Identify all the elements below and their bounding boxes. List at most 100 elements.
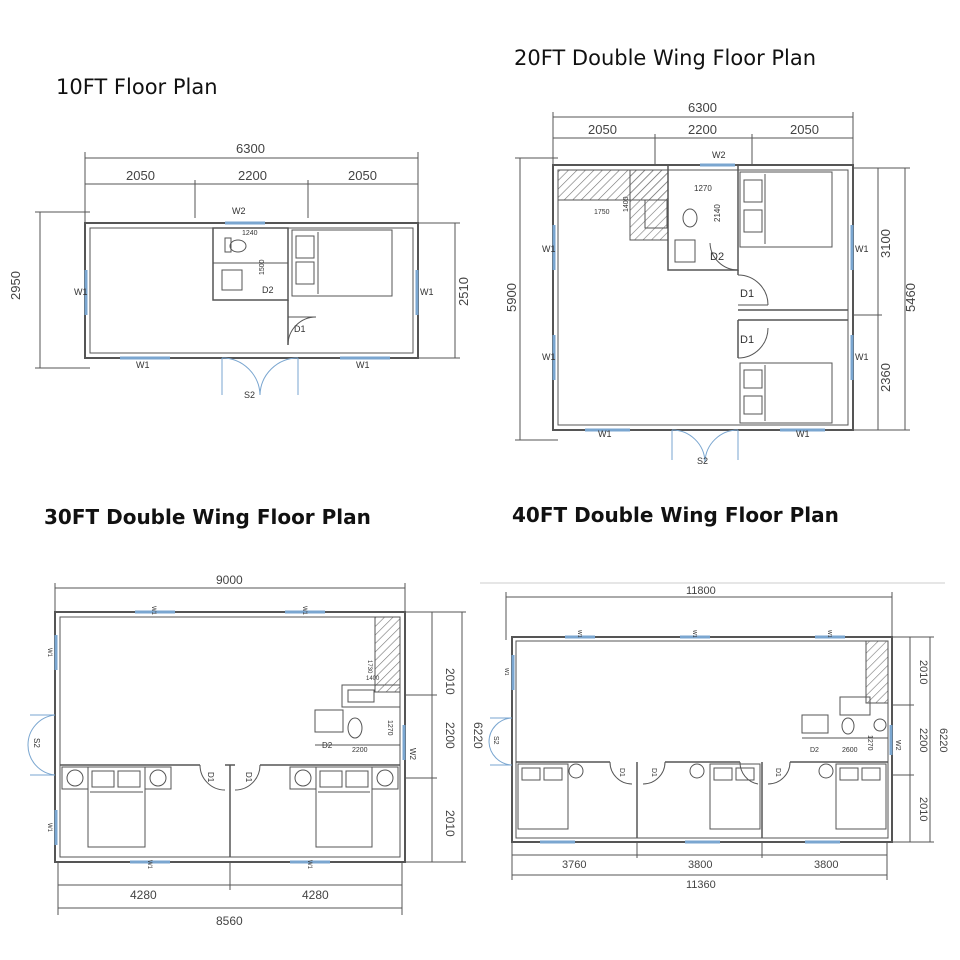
- svg-text:W1: W1: [855, 244, 869, 254]
- svg-text:1730: 1730: [366, 660, 372, 674]
- svg-text:2200: 2200: [352, 747, 368, 754]
- plan30-windows: [54, 610, 406, 864]
- svg-text:D2: D2: [262, 285, 274, 295]
- svg-text:W1: W1: [576, 630, 582, 638]
- svg-text:2360: 2360: [878, 363, 893, 392]
- svg-text:W2: W2: [712, 150, 726, 160]
- svg-text:2200: 2200: [443, 722, 457, 749]
- plan20-labels: 1750 1400 1270 2140 W2 W1 W1 W1 W1 W1 W1…: [542, 150, 869, 466]
- svg-text:6220: 6220: [471, 722, 485, 749]
- svg-text:3100: 3100: [878, 229, 893, 258]
- svg-text:W1: W1: [826, 630, 832, 638]
- svg-text:9000: 9000: [216, 573, 243, 587]
- svg-text:2200: 2200: [917, 728, 929, 752]
- svg-text:D2: D2: [710, 251, 724, 263]
- svg-text:6300: 6300: [688, 100, 717, 115]
- svg-text:5900: 5900: [504, 283, 519, 312]
- svg-text:W2: W2: [232, 206, 246, 216]
- svg-text:1400: 1400: [366, 676, 380, 682]
- svg-text:W1: W1: [136, 360, 150, 370]
- plan20-title: 20FT Double Wing Floor Plan: [514, 46, 817, 70]
- svg-text:W2: W2: [894, 740, 901, 751]
- svg-text:D1: D1: [618, 768, 625, 777]
- svg-text:2200: 2200: [688, 122, 717, 137]
- svg-text:3800: 3800: [688, 859, 712, 871]
- svg-text:W2: W2: [408, 748, 417, 761]
- svg-text:1750: 1750: [594, 209, 610, 216]
- plan10-height-left: 2950: [8, 271, 23, 300]
- svg-text:W1: W1: [542, 352, 556, 362]
- svg-text:W1: W1: [46, 823, 52, 833]
- svg-text:4280: 4280: [302, 888, 329, 902]
- svg-text:W1: W1: [301, 606, 307, 616]
- plan10-seg1: 2050: [126, 168, 155, 183]
- plan40-dims: 11800 2010 2200 2010 6220 3760 3800 3800…: [562, 585, 949, 891]
- plan10-height-right: 2510: [456, 277, 471, 306]
- svg-text:D2: D2: [810, 747, 819, 754]
- svg-text:S2: S2: [32, 738, 41, 748]
- plan30-title: 30FT Double Wing Floor Plan: [44, 505, 371, 529]
- svg-text:2600: 2600: [842, 747, 858, 754]
- plan10-seg3: 2050: [348, 168, 377, 183]
- svg-text:W1: W1: [46, 648, 52, 658]
- plan30-labels: 1730 1400 2200 1270 W2 W1 W1 W1 W1 W1 W1…: [32, 606, 417, 870]
- svg-text:W1: W1: [503, 668, 509, 676]
- svg-text:D1: D1: [294, 324, 306, 334]
- svg-text:D1: D1: [650, 768, 657, 777]
- svg-text:8560: 8560: [216, 914, 243, 928]
- plan40-title: 40FT Double Wing Floor Plan: [512, 503, 839, 527]
- plan20-windows: [552, 163, 854, 432]
- svg-text:W1: W1: [598, 429, 612, 439]
- svg-text:1500: 1500: [259, 259, 266, 275]
- plan30-dims: 9000 2010 2200 2010 6220 4280 4280 8560: [130, 573, 485, 928]
- svg-text:2010: 2010: [917, 797, 929, 821]
- svg-text:S2: S2: [244, 390, 255, 400]
- svg-text:W1: W1: [796, 429, 810, 439]
- svg-text:2010: 2010: [917, 660, 929, 684]
- svg-text:S2: S2: [492, 736, 499, 745]
- svg-text:3760: 3760: [562, 859, 586, 871]
- plan10-total: 6300: [236, 141, 265, 156]
- svg-text:D2: D2: [322, 741, 333, 750]
- svg-text:2050: 2050: [790, 122, 819, 137]
- svg-text:W1: W1: [150, 606, 156, 616]
- svg-text:D1: D1: [774, 768, 781, 777]
- svg-text:1270: 1270: [386, 720, 393, 736]
- plan10-labels: 1240 1500 W2 W1 W1 W1 W1 D1 D2 S2: [74, 206, 434, 400]
- svg-text:11360: 11360: [686, 879, 716, 891]
- plan40-labels: 2600 1270 W2 W1 W1 W1 W1 D1 D1 D1 D2 S2: [492, 630, 901, 777]
- plan30-drawing: [27, 583, 466, 915]
- svg-text:D1: D1: [244, 772, 253, 783]
- svg-text:1270: 1270: [866, 735, 873, 751]
- plan20-dims: 6300 2050 2200 2050 5900 5460 3100 2360: [504, 100, 918, 392]
- svg-text:1270: 1270: [694, 184, 712, 193]
- plan10-seg2: 2200: [238, 168, 267, 183]
- svg-text:5460: 5460: [903, 283, 918, 312]
- svg-text:2050: 2050: [588, 122, 617, 137]
- svg-text:1400: 1400: [623, 196, 630, 212]
- plan20-drawing: [515, 112, 910, 463]
- plan40-drawing: [488, 592, 934, 880]
- svg-text:S2: S2: [697, 456, 708, 466]
- svg-text:W1: W1: [74, 287, 88, 297]
- svg-text:W1: W1: [542, 244, 556, 254]
- svg-text:6220: 6220: [937, 728, 949, 752]
- svg-text:D1: D1: [740, 334, 754, 346]
- svg-text:W1: W1: [691, 630, 697, 638]
- svg-text:D1: D1: [740, 288, 754, 300]
- svg-text:W1: W1: [356, 360, 370, 370]
- svg-text:2140: 2140: [713, 204, 722, 222]
- plan10-drawing: [35, 152, 460, 396]
- svg-text:1240: 1240: [242, 230, 258, 237]
- svg-text:W1: W1: [855, 352, 869, 362]
- svg-text:2010: 2010: [443, 668, 457, 695]
- svg-text:W1: W1: [306, 860, 312, 870]
- plan40-windows: [511, 635, 893, 844]
- svg-text:2010: 2010: [443, 810, 457, 837]
- svg-text:W1: W1: [146, 860, 152, 870]
- svg-text:D1: D1: [206, 772, 215, 783]
- plan10-dims: 6300 2050 2200 2050 2950 2510: [8, 141, 471, 306]
- svg-text:4280: 4280: [130, 888, 157, 902]
- plan10-title: 10FT Floor Plan: [56, 75, 218, 99]
